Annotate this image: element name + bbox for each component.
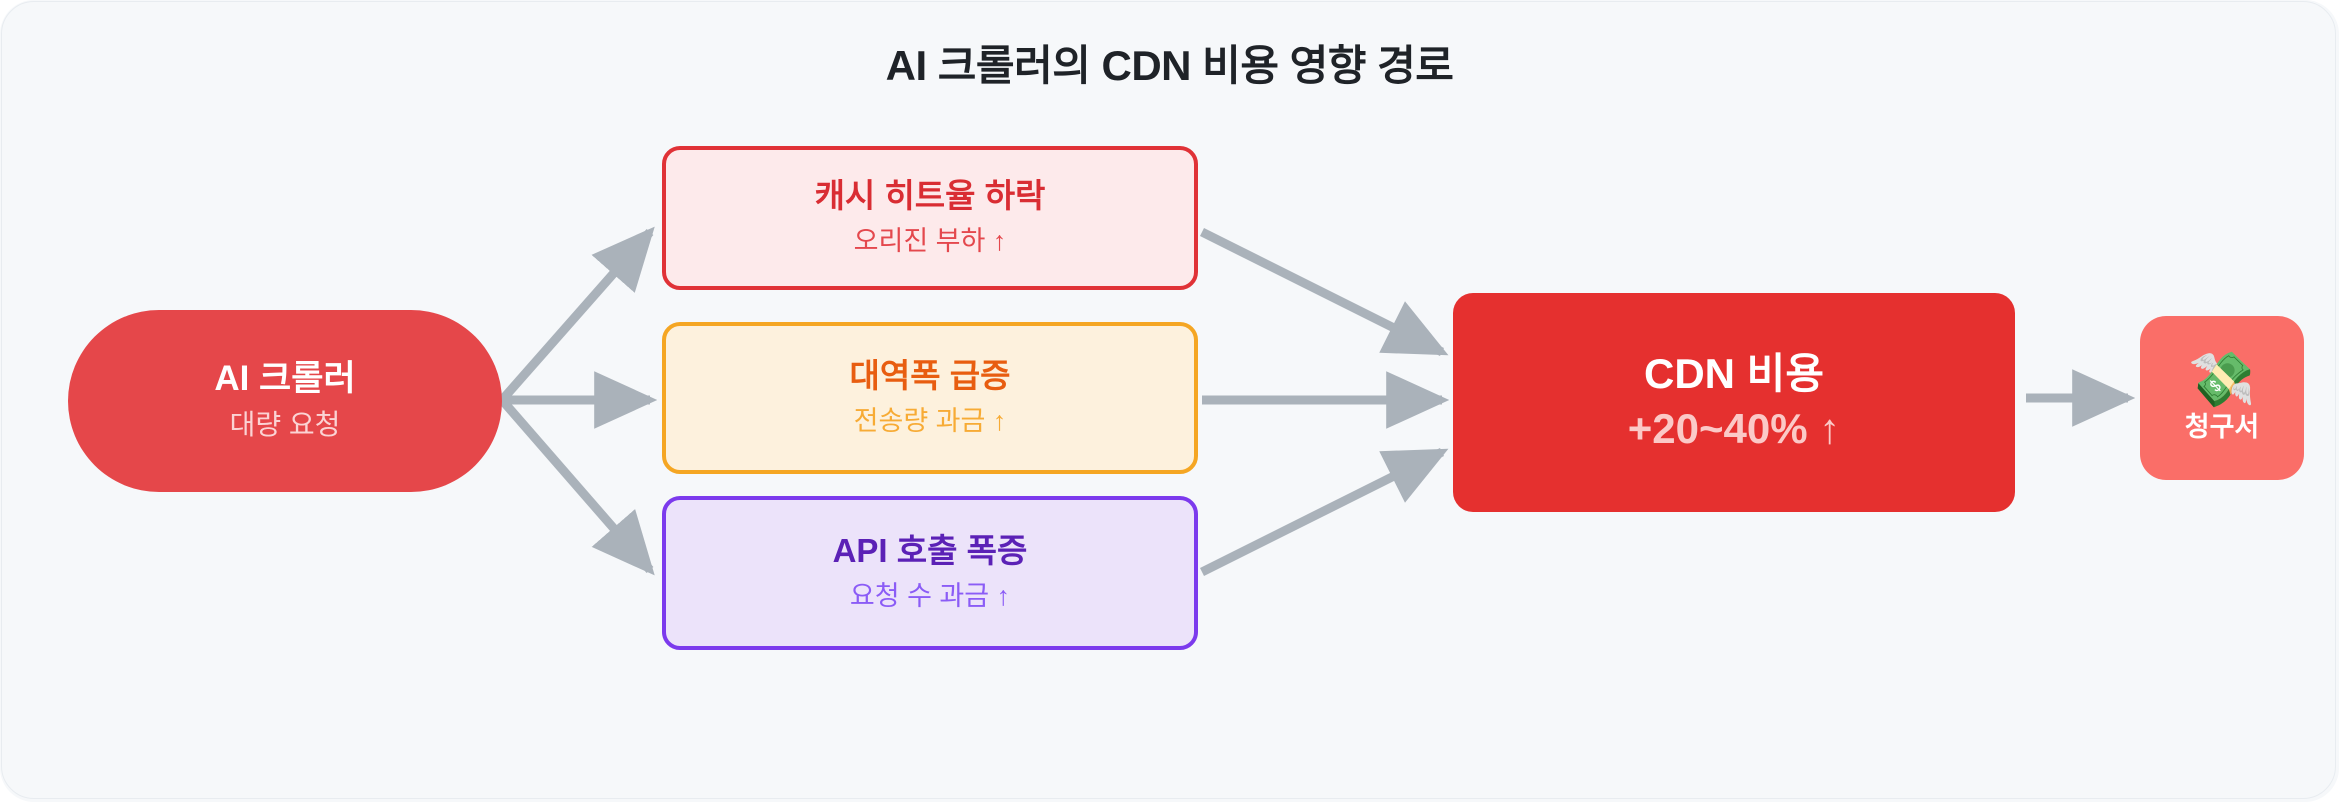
node-ai-crawler[interactable]: AI 크롤러 대량 요청 — [68, 310, 502, 492]
arrow-source-to-cache — [498, 226, 655, 403]
node-title: AI 크롤러 — [214, 358, 356, 398]
node-invoice[interactable]: 💸 청구서 — [2140, 316, 2304, 480]
node-cdn-cost[interactable]: CDN 비용 +20~40% ↑ — [1453, 293, 2015, 512]
node-title: 대역폭 급증 — [849, 356, 1011, 394]
node-cache-hit-drop[interactable]: 캐시 히트율 하락 오리진 부하 ↑ — [662, 146, 1198, 290]
node-title: 캐시 히트율 하락 — [814, 176, 1046, 214]
node-subtitle: 전송량 과금 ↑ — [853, 405, 1007, 436]
arrow-cache-to-cost — [1199, 227, 1449, 357]
money-with-wings-icon: 💸 — [2188, 350, 2256, 411]
arrow-api-to-cost — [1199, 447, 1449, 577]
node-subtitle: 오리진 부하 ↑ — [853, 225, 1007, 256]
node-title: 청구서 — [2184, 412, 2260, 443]
node-bandwidth-surge[interactable]: 대역폭 급증 전송량 과금 ↑ — [662, 322, 1198, 474]
node-subtitle: 요청 수 과금 ↑ — [849, 580, 1011, 611]
arrow-source-to-api — [498, 397, 655, 576]
node-title: API 호출 폭증 — [832, 531, 1028, 569]
node-subtitle: 대량 요청 — [229, 408, 341, 440]
node-title: CDN 비용 — [1644, 350, 1824, 398]
node-api-call-surge[interactable]: API 호출 폭증 요청 수 과금 ↑ — [662, 496, 1198, 650]
node-cost-delta: +20~40% ↑ — [1627, 405, 1841, 453]
diagram-title: AI 크롤러의 CDN 비용 영향 경로 — [885, 42, 1454, 89]
